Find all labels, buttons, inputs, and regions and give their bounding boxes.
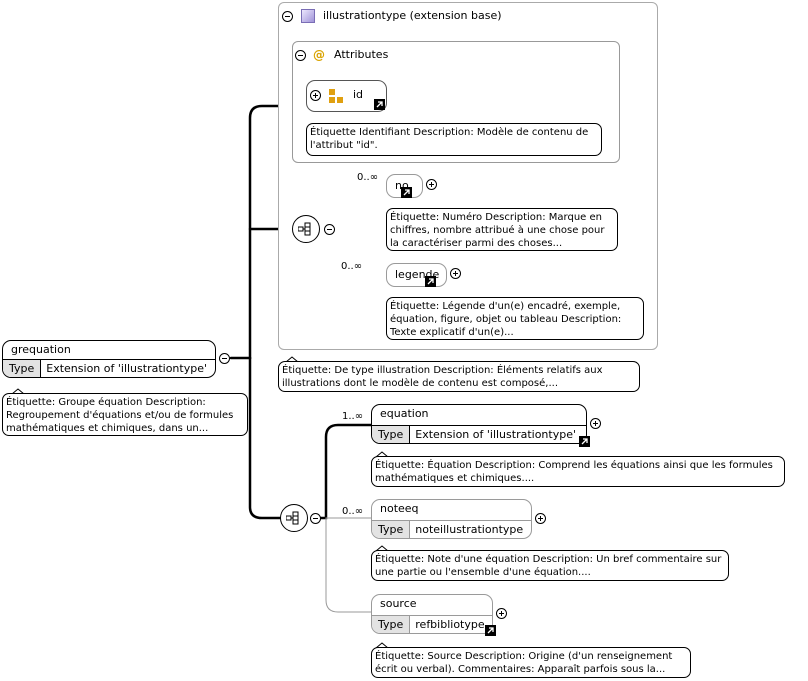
type-row: Type Extension of 'illustrationtype' xyxy=(372,425,586,443)
attribute-id[interactable]: id xyxy=(306,80,387,112)
complex-type-icon xyxy=(301,9,315,23)
link-arrow-icon[interactable] xyxy=(579,436,590,447)
annotation-equation: Étiquette: Équation Description: Compren… xyxy=(371,456,785,487)
annotation-source: Étiquette: Source Description: Origine (… xyxy=(371,647,691,678)
type-row: Type refbibliotype xyxy=(372,615,492,633)
type-value: refbibliotype xyxy=(415,618,485,631)
element-source[interactable]: source Type refbibliotype xyxy=(371,594,496,636)
element-noteeq[interactable]: noteeq Type noteillustrationtype xyxy=(371,499,532,539)
element-name: equation xyxy=(380,407,429,420)
link-arrow-icon[interactable] xyxy=(485,625,496,636)
element-name: grequation xyxy=(11,343,71,356)
link-arrow-icon[interactable] xyxy=(374,99,385,110)
annotation-noteeq: Étiquette: Note d'une équation Descripti… xyxy=(371,550,729,581)
annotation-grequation: Étiquette: Groupe équation Description: … xyxy=(2,393,248,436)
collapse-icon[interactable] xyxy=(310,513,321,524)
collapse-icon[interactable] xyxy=(324,224,335,235)
type-key: Type xyxy=(372,426,411,443)
type-value: Extension of 'illustrationtype' xyxy=(415,428,577,441)
type-key: Type xyxy=(3,360,42,377)
element-grequation[interactable]: grequation Type Extension of 'illustrati… xyxy=(2,340,216,378)
annotation-id: Étiquette Identifiant Description: Modèl… xyxy=(306,123,602,156)
type-key: Type xyxy=(372,521,411,538)
attribute-name: id xyxy=(353,88,364,101)
collapse-icon[interactable] xyxy=(295,50,306,61)
expand-icon[interactable] xyxy=(450,268,461,279)
type-key: Type xyxy=(372,616,411,633)
type-value: Extension of 'illustrationtype' xyxy=(46,362,208,375)
expand-icon[interactable] xyxy=(496,608,507,619)
attributes-title: Attributes xyxy=(334,48,389,61)
collapse-icon[interactable] xyxy=(282,11,293,22)
type-row: Type Extension of 'illustrationtype' xyxy=(3,359,215,377)
element-name: source xyxy=(380,597,417,610)
expand-icon[interactable] xyxy=(590,418,601,429)
annotation-no: Étiquette: Numéro Description: Marque en… xyxy=(386,208,618,251)
element-no[interactable]: no xyxy=(386,174,423,198)
collapse-icon[interactable] xyxy=(219,353,230,364)
annotation-extension: Étiquette: De type illustration Descript… xyxy=(278,361,640,392)
group-title: illustrationtype (extension base) xyxy=(323,9,502,22)
element-name: noteeq xyxy=(380,502,419,515)
type-value: noteillustrationtype xyxy=(415,523,524,536)
link-arrow-icon[interactable] xyxy=(425,276,436,287)
expand-icon[interactable] xyxy=(310,90,321,101)
attribute-icon xyxy=(329,89,343,103)
occurrence-label: 0..∞ xyxy=(342,506,364,517)
sequence-compositor-icon[interactable] xyxy=(280,504,308,532)
annotation-legende: Étiquette: Légende d'un(e) encadré, exem… xyxy=(386,297,644,340)
element-legende[interactable]: legende xyxy=(386,263,447,287)
occurrence-label: 1..∞ xyxy=(342,411,364,422)
sequence-compositor-icon[interactable] xyxy=(292,215,320,243)
element-equation[interactable]: equation Type Extension of 'illustration… xyxy=(371,404,590,447)
occurrence-label: 0..∞ xyxy=(357,172,379,183)
expand-icon[interactable] xyxy=(535,513,546,524)
type-row: Type noteillustrationtype xyxy=(372,520,531,538)
occurrence-label: 0..∞ xyxy=(341,261,363,272)
at-icon: @ xyxy=(313,48,325,62)
expand-icon[interactable] xyxy=(426,179,437,190)
link-arrow-icon[interactable] xyxy=(401,187,412,198)
